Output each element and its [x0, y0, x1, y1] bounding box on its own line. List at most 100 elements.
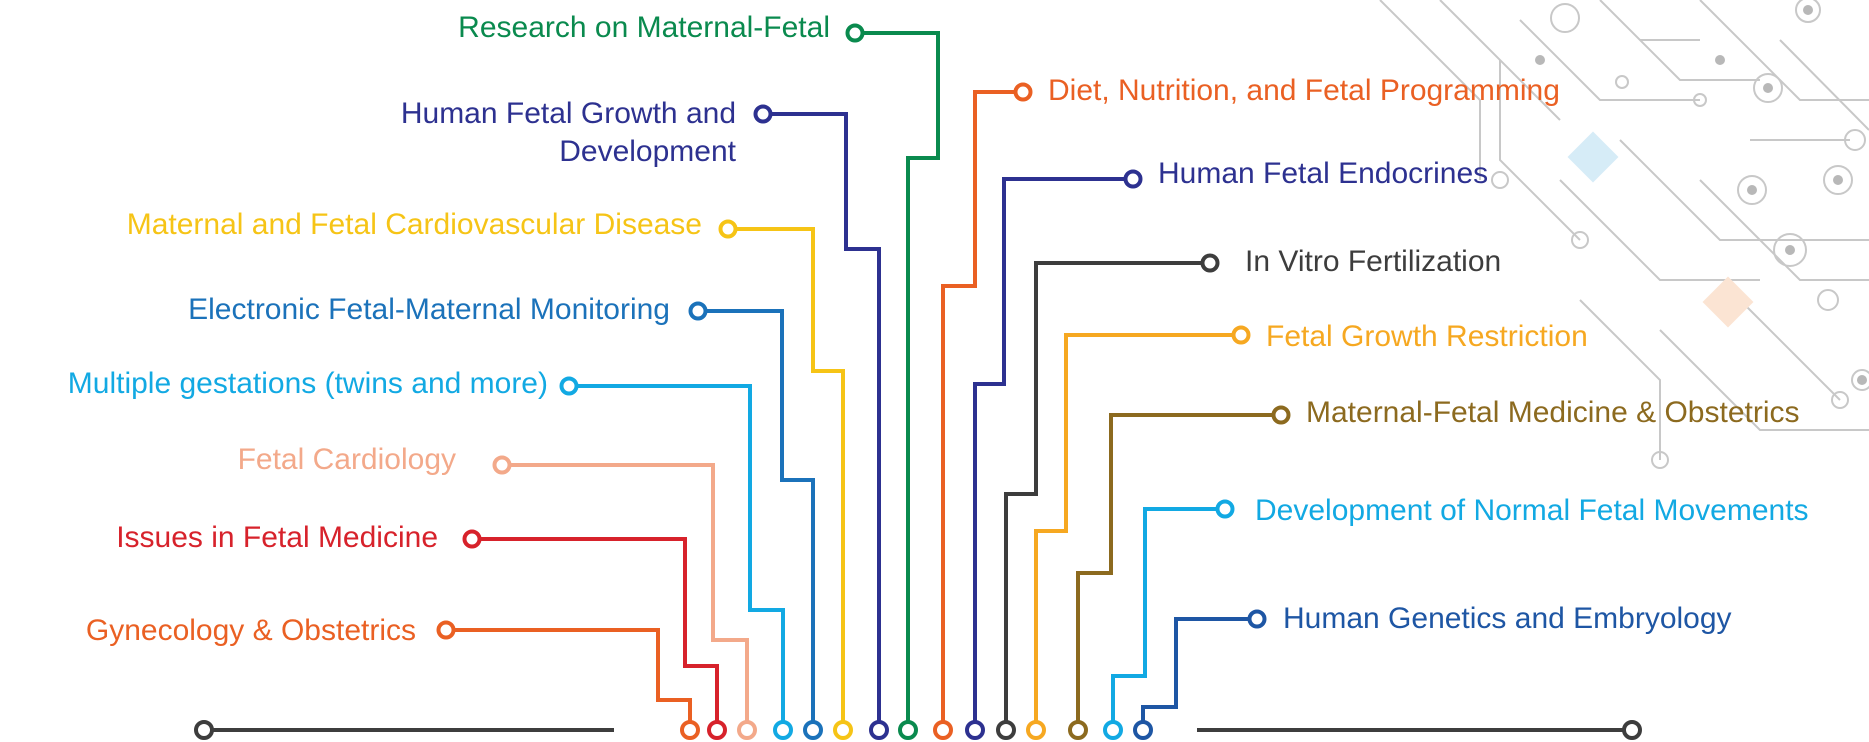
- decor-dot: [1833, 175, 1843, 185]
- topic-label-mfm-obstetrics: Maternal-Fetal Medicine & Obstetrics: [1306, 396, 1800, 429]
- topic-label-maternal-fetal-cardio: Maternal and Fetal Cardiovascular Diseas…: [126, 208, 702, 241]
- topic-label-multiple-gestations: Multiple gestations (twins and more): [67, 367, 548, 400]
- decor-line: [1499, 60, 1581, 241]
- decor-node: [1795, 0, 1821, 23]
- connector-end-node-fetal-endocrines: [965, 720, 985, 740]
- connector-start-node-human-fetal-growth: [753, 104, 773, 124]
- decor-dot: [1535, 55, 1545, 65]
- connector-start-node-electronic-monitoring: [688, 301, 708, 321]
- decor-line: [1779, 39, 1869, 131]
- connector-start-node-mfm-obstetrics: [1271, 405, 1291, 425]
- decor-dot: [1803, 5, 1813, 15]
- topic-label-research-maternal-fetal: Research on Maternal-Fetal: [458, 11, 830, 44]
- connector-start-node-diet-nutrition: [1013, 82, 1033, 102]
- decor-node: [1823, 165, 1853, 195]
- decor-line: [1699, 179, 1869, 281]
- connector-end-node-issues-fetal-medicine: [707, 720, 727, 740]
- decor-line: [1739, 299, 1841, 401]
- topic-label-electronic-monitoring: Electronic Fetal-Maternal Monitoring: [188, 293, 670, 326]
- topic-label-diet-nutrition: Diet, Nutrition, and Fetal Programming: [1048, 74, 1560, 107]
- decor-node: [1737, 175, 1767, 205]
- topic-label-normal-movements: Development of Normal Fetal Movements: [1255, 494, 1809, 527]
- connector-start-node-issues-fetal-medicine: [462, 529, 482, 549]
- connector-end-node-electronic-monitoring: [803, 720, 823, 740]
- connector-start-node-multiple-gestations: [559, 376, 579, 396]
- decor-node: [1651, 451, 1669, 469]
- decor-line: [1619, 139, 1869, 241]
- connector-end-node-mfm-obstetrics: [1068, 720, 1088, 740]
- decor-line: [1699, 0, 1869, 101]
- decor-diamond-orange: [1702, 276, 1754, 328]
- connector-line-multiple-gestations: [569, 384, 785, 730]
- connector-end-node-gynecology-obstetrics: [680, 720, 700, 740]
- connector-start-node-gynecology-obstetrics: [436, 620, 456, 640]
- connector-start-node-fetal-cardiology: [492, 455, 512, 475]
- decor-node: [1753, 73, 1783, 103]
- connector-start-node-research-maternal-fetal: [845, 23, 865, 43]
- decor-node: [1817, 289, 1839, 311]
- connector-start-node-genetics-embryology: [1247, 609, 1267, 629]
- connector-line-growth-restriction: [1034, 333, 1241, 730]
- decor-line: [1579, 299, 1661, 460]
- baseline-bar: [194, 720, 1642, 740]
- connector-start-node-ivf: [1200, 253, 1220, 273]
- connector-line-fetal-cardiology: [502, 463, 749, 730]
- decor-diamond-blue: [1567, 131, 1619, 183]
- connector-line-normal-movements: [1111, 507, 1225, 730]
- connector-start-node-growth-restriction: [1231, 325, 1251, 345]
- decor-node: [1831, 391, 1849, 409]
- connector-line-mfm-obstetrics: [1076, 413, 1281, 730]
- connector-start-node-fetal-endocrines: [1123, 169, 1143, 189]
- connector-end-node-diet-nutrition: [933, 720, 953, 740]
- connector-end-node-normal-movements: [1103, 720, 1123, 740]
- connector-line-gynecology-obstetrics: [446, 628, 692, 730]
- connector-line-ivf: [1004, 261, 1210, 730]
- connector-line-issues-fetal-medicine: [472, 537, 719, 730]
- decor-line: [1559, 179, 1760, 281]
- topic-label-growth-restriction: Fetal Growth Restriction: [1266, 320, 1588, 353]
- connector-line-human-fetal-growth: [763, 112, 881, 730]
- decor-node: [1571, 231, 1589, 249]
- connector-end-node-ivf: [996, 720, 1016, 740]
- topic-label-human-fetal-growth: Human Fetal Growth and Development: [400, 97, 736, 168]
- connector-end-node-research-maternal-fetal: [898, 720, 918, 740]
- baseline-left-node: [194, 720, 214, 740]
- connector-end-node-multiple-gestations: [773, 720, 793, 740]
- decor-node: [1773, 233, 1807, 267]
- topic-label-ivf: In Vitro Fertilization: [1245, 245, 1502, 278]
- decor-dot: [1785, 245, 1795, 255]
- decor-line: [1379, 0, 1481, 180]
- decor-node: [1693, 93, 1707, 107]
- connector-line-diet-nutrition: [941, 90, 1023, 730]
- connector-line-electronic-monitoring: [698, 309, 815, 730]
- decor-dot: [1715, 55, 1725, 65]
- connector-end-node-growth-restriction: [1026, 720, 1046, 740]
- decor-node: [1615, 75, 1629, 89]
- topic-label-fetal-cardiology: Fetal Cardiology: [237, 443, 456, 476]
- connector-start-node-normal-movements: [1215, 499, 1235, 519]
- topic-label-issues-fetal-medicine: Issues in Fetal Medicine: [116, 521, 438, 554]
- circuit-background-decoration: [1379, 0, 1869, 469]
- decor-dot: [1747, 185, 1757, 195]
- decor-line: [1659, 329, 1869, 431]
- connector-end-node-maternal-fetal-cardio: [833, 720, 853, 740]
- connector-end-node-fetal-cardiology: [737, 720, 757, 740]
- connector-line-genetics-embryology: [1141, 617, 1257, 730]
- decor-node: [1491, 171, 1509, 189]
- decor-node: [1844, 129, 1866, 151]
- decor-dot: [1763, 83, 1773, 93]
- connector-end-node-human-fetal-growth: [869, 720, 889, 740]
- decor-node: [1851, 369, 1869, 391]
- connector-line-fetal-endocrines: [973, 177, 1133, 730]
- decor-node: [1550, 3, 1580, 33]
- topic-label-gynecology-obstetrics: Gynecology & Obstetrics: [85, 614, 416, 647]
- connector-lines: [436, 23, 1291, 740]
- baseline-right-node: [1622, 720, 1642, 740]
- decor-line: [1519, 19, 1700, 101]
- connector-line-research-maternal-fetal: [855, 31, 940, 730]
- decor-line: [1599, 0, 1760, 81]
- topic-label-fetal-endocrines: Human Fetal Endocrines: [1158, 157, 1489, 190]
- connector-line-maternal-fetal-cardio: [728, 227, 845, 730]
- topic-label-genetics-embryology: Human Genetics and Embryology: [1283, 602, 1732, 635]
